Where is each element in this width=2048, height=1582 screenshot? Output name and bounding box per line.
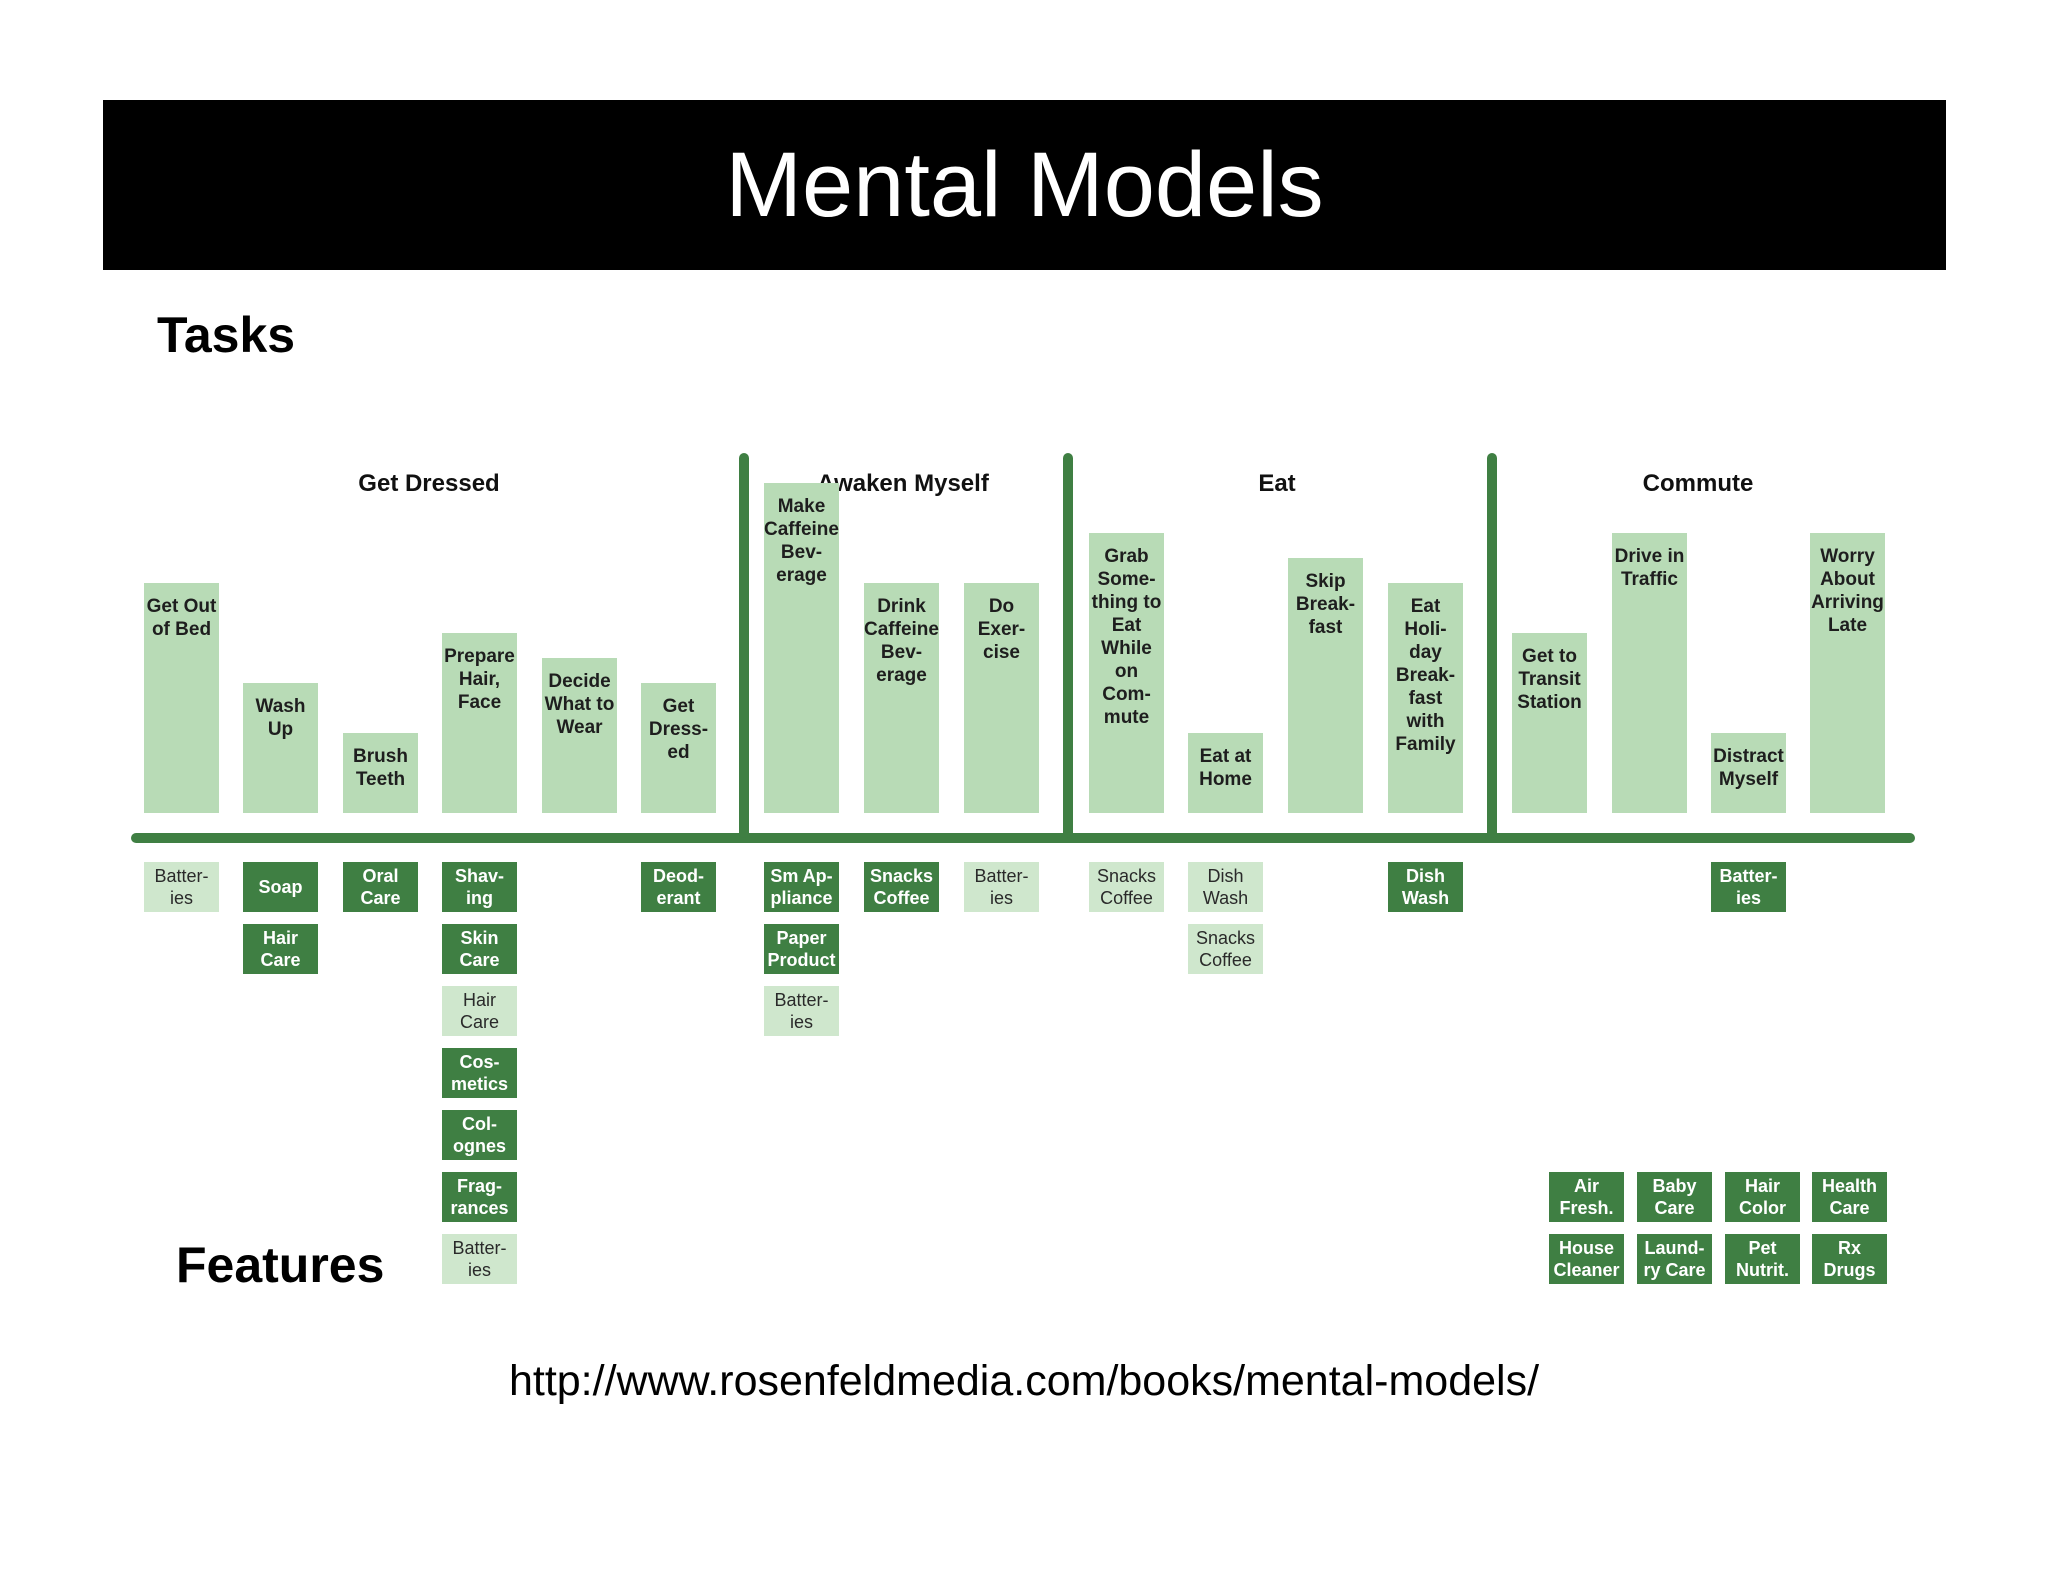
group-divider <box>1063 453 1073 838</box>
feature-box: Col- ognes <box>442 1110 517 1160</box>
feature-box: Baby Care <box>1637 1172 1712 1222</box>
feature-box: Soap <box>243 862 318 912</box>
feature-box: Batter- ies <box>964 862 1039 912</box>
feature-box: Rx Drugs <box>1812 1234 1887 1284</box>
feature-box: House Cleaner <box>1549 1234 1624 1284</box>
feature-box: Hair Color <box>1725 1172 1800 1222</box>
feature-box: Frag- rances <box>442 1172 517 1222</box>
group-label: Eat <box>1258 470 1296 497</box>
task-box: Eat Holi- day Break- fast with Family <box>1388 583 1463 813</box>
feature-box: Pet Nutrit. <box>1725 1234 1800 1284</box>
task-box: Drink Caffeine Bev- erage <box>864 583 939 813</box>
feature-box: Snacks Coffee <box>1089 862 1164 912</box>
feature-box: Batter- ies <box>144 862 219 912</box>
task-box: Decide What to Wear <box>542 658 617 813</box>
feature-box: Hair Care <box>442 986 517 1036</box>
task-box: Grab Some- thing to Eat While on Com- mu… <box>1089 533 1164 813</box>
task-box: Get Out of Bed <box>144 583 219 813</box>
task-box: Do Exer- cise <box>964 583 1039 813</box>
task-box: Get Dress- ed <box>641 683 716 813</box>
feature-box: Batter- ies <box>1711 862 1786 912</box>
tasks-label: Tasks <box>157 307 296 363</box>
feature-box: Dish Wash <box>1188 862 1263 912</box>
group-divider <box>1487 453 1497 838</box>
task-box: Get to Transit Station <box>1512 633 1587 813</box>
task-box: Skip Break- fast <box>1288 558 1363 813</box>
group-label: Commute <box>1642 470 1754 497</box>
feature-box: Batter- ies <box>442 1234 517 1284</box>
group-label: Awaken Myself <box>817 470 989 497</box>
features-label: Features <box>176 1237 385 1293</box>
feature-box: Sm Ap- pliance <box>764 862 839 912</box>
feature-box: Skin Care <box>442 924 517 974</box>
feature-box: Deod- erant <box>641 862 716 912</box>
title-bar: Mental Models <box>103 100 1946 270</box>
source-url[interactable]: http://www.rosenfeldmedia.com/books/ment… <box>508 1357 1540 1405</box>
feature-box: Laund- ry Care <box>1637 1234 1712 1284</box>
task-box: Worry About Arriving Late <box>1810 533 1885 813</box>
group-label: Get Dressed <box>358 470 500 497</box>
group-divider <box>739 453 749 838</box>
feature-box: Snacks Coffee <box>1188 924 1263 974</box>
page-title: Mental Models <box>725 133 1324 236</box>
feature-box: Batter- ies <box>764 986 839 1036</box>
feature-box: Dish Wash <box>1388 862 1463 912</box>
task-box: Prepare Hair, Face <box>442 633 517 813</box>
feature-box: Snacks Coffee <box>864 862 939 912</box>
task-box: Drive in Traffic <box>1612 533 1687 813</box>
timeline-axis <box>131 833 1915 843</box>
task-box: Brush Teeth <box>343 733 418 813</box>
feature-box: Air Fresh. <box>1549 1172 1624 1222</box>
task-box: Distract Myself <box>1711 733 1786 813</box>
task-box: Wash Up <box>243 683 318 813</box>
feature-box: Paper Product <box>764 924 839 974</box>
feature-box: Health Care <box>1812 1172 1887 1222</box>
feature-box: Oral Care <box>343 862 418 912</box>
feature-box: Cos- metics <box>442 1048 517 1098</box>
task-box: Eat at Home <box>1188 733 1263 813</box>
feature-box: Shav- ing <box>442 862 517 912</box>
feature-box: Hair Care <box>243 924 318 974</box>
task-box: Make Caffeine Bev- erage <box>764 483 839 813</box>
